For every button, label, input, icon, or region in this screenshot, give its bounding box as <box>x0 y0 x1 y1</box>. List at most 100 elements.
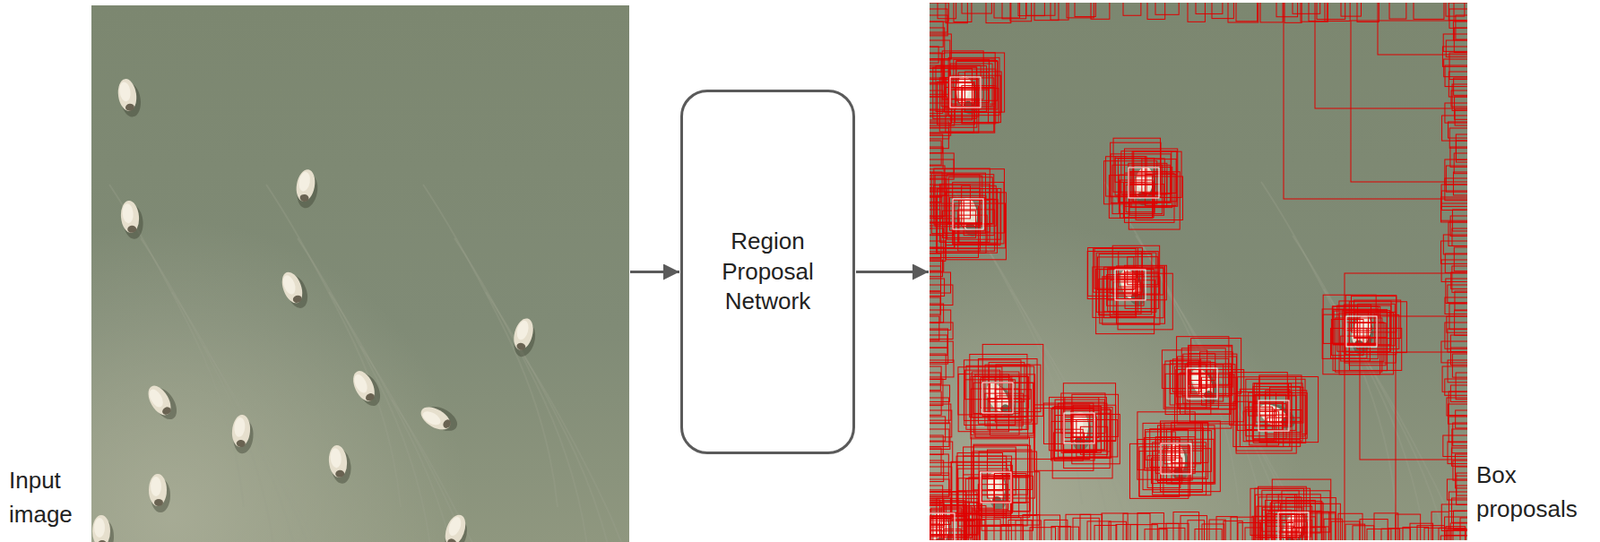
proposal-box <box>1239 389 1289 447</box>
bird <box>1347 313 1378 357</box>
proposal-box <box>1338 513 1363 541</box>
proposal-box <box>1450 216 1468 237</box>
proposal-box <box>929 103 952 124</box>
proposal-box <box>929 178 946 196</box>
proposal-box <box>1323 518 1342 541</box>
bird <box>119 199 145 241</box>
proposal-box <box>1452 429 1468 454</box>
proposal-box <box>1395 352 1468 541</box>
proposal-box <box>994 518 1021 541</box>
proposal-box <box>929 77 946 97</box>
proposal-box <box>1349 328 1402 371</box>
proposal-box <box>1444 65 1468 87</box>
proposal-box <box>929 448 942 476</box>
proposal-box <box>970 376 1029 440</box>
water-ripple <box>203 345 338 542</box>
proposal-box <box>929 454 949 476</box>
proposal-box <box>1187 2 1205 22</box>
proposal-box <box>964 71 1002 113</box>
proposal-box <box>987 397 1022 430</box>
proposal-box <box>1446 529 1468 541</box>
proposal-box <box>1176 337 1229 398</box>
water-ripple <box>485 292 621 542</box>
proposal-box <box>980 472 1012 503</box>
proposal-box <box>1359 316 1468 460</box>
proposal-box <box>1202 524 1225 541</box>
proposal-box <box>929 512 977 541</box>
proposal-box <box>1443 435 1468 458</box>
proposal-box <box>1451 448 1468 467</box>
proposal-box <box>1447 404 1468 424</box>
proposal-box <box>1187 345 1232 396</box>
water-ripple <box>328 292 464 542</box>
proposal-box <box>1177 373 1219 409</box>
proposal-box <box>1258 400 1289 432</box>
proposal-box <box>1349 322 1386 365</box>
proposal-box <box>1451 90 1468 107</box>
proposal-box <box>1276 2 1298 18</box>
proposal-box <box>945 2 968 24</box>
proposal-box <box>1455 140 1468 163</box>
proposal-box <box>1450 335 1468 353</box>
proposal-boxes <box>929 2 1468 541</box>
proposal-box <box>1115 524 1138 541</box>
proposal-box <box>1094 525 1117 541</box>
proposal-box <box>1180 516 1208 541</box>
proposal-box <box>1158 425 1215 484</box>
water-ripple <box>360 345 495 542</box>
proposal-box <box>1444 322 1468 349</box>
proposal-box <box>929 529 942 541</box>
proposal-box <box>929 241 946 261</box>
proposal-box <box>1195 2 1223 14</box>
proposal-box <box>949 197 985 231</box>
proposal-box <box>929 216 954 236</box>
proposal-box <box>1453 153 1468 174</box>
proposal-box <box>929 121 950 139</box>
proposal-box <box>1445 527 1466 541</box>
proposal-box <box>954 87 988 122</box>
proposal-box <box>1449 128 1468 148</box>
image-label: Box proposals <box>1476 458 1600 527</box>
bird <box>116 77 144 119</box>
proposal-box <box>1323 294 1376 344</box>
proposal-box <box>1155 440 1193 481</box>
proposal-image <box>929 2 1468 541</box>
proposal-box <box>1010 2 1032 22</box>
bird <box>439 512 473 542</box>
proposal-box <box>1248 402 1282 431</box>
proposal-box <box>929 347 949 364</box>
proposal-box <box>1444 59 1468 78</box>
proposal-box <box>1278 512 1309 541</box>
proposal-box <box>929 328 948 348</box>
proposal-box <box>1061 408 1101 453</box>
proposal-box <box>1450 147 1468 167</box>
proposal-box <box>1034 2 1059 21</box>
proposal-box <box>929 501 978 541</box>
proposal-box <box>1331 320 1364 356</box>
proposal-box <box>929 423 951 450</box>
bird <box>1165 441 1191 483</box>
proposal-box <box>1453 2 1468 21</box>
proposal-box <box>929 191 981 250</box>
bird <box>416 399 461 438</box>
proposal-box <box>929 460 944 483</box>
proposal-box <box>1115 269 1146 301</box>
proposal-box <box>1001 525 1024 541</box>
proposal-box <box>929 67 978 128</box>
proposal-box <box>947 188 1002 240</box>
proposal-box <box>1300 2 1328 22</box>
proposal-box <box>1098 278 1136 316</box>
bird <box>92 515 114 542</box>
proposal-box <box>929 404 952 421</box>
proposal-box <box>1058 527 1080 541</box>
proposal-box <box>1454 291 1468 312</box>
proposal-box <box>1452 228 1468 246</box>
proposal-box <box>1008 519 1032 541</box>
proposal-box <box>929 410 952 438</box>
proposal-box <box>1057 403 1108 458</box>
proposal-box <box>929 291 941 315</box>
proposal-box <box>1230 517 1254 541</box>
proposal-box <box>1443 34 1468 52</box>
proposal-box <box>1314 2 1468 109</box>
